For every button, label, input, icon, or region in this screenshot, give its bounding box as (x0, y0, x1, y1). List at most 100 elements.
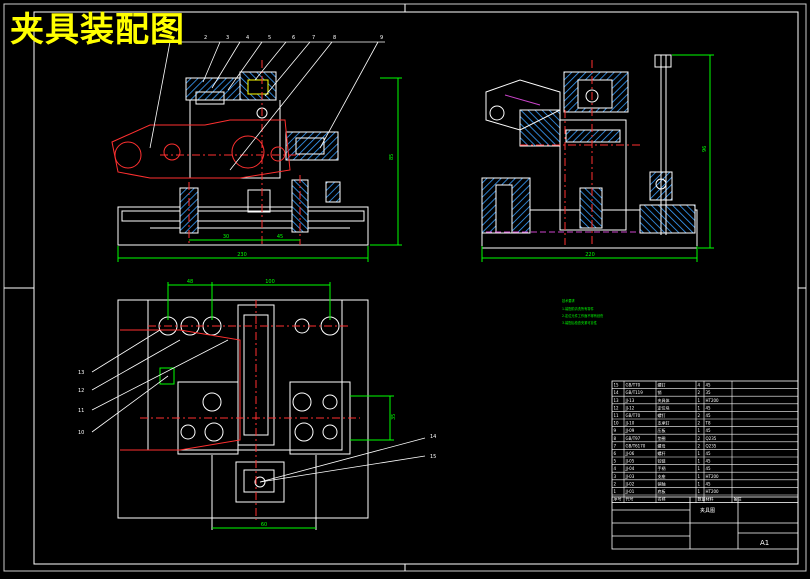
bom-cell: 45 (706, 459, 712, 464)
bom-cell: 4 (698, 383, 701, 388)
bom-cell: 9 (614, 428, 617, 433)
dim-front-width: 230 (237, 252, 247, 258)
bom-cell: 销 (658, 389, 662, 395)
dim-front-height: 85 (389, 154, 395, 160)
bom-cell: 6 (614, 451, 617, 456)
balloon-12: 12 (78, 388, 84, 394)
bom-cell: 13 (614, 398, 620, 403)
bom-cell: 2 (698, 436, 701, 441)
balloon-14: 14 (430, 434, 436, 440)
bom-cell: 1 (698, 459, 701, 464)
dim-top-right: 35 (391, 414, 397, 420)
bom-cell: 1 (698, 466, 701, 471)
bom-cell: 螺钉 (658, 412, 666, 418)
note-1: 1.装配前清洗所有零件 (562, 306, 595, 311)
bom-cell: 支座 (658, 473, 666, 479)
bom-cell: 2 (698, 390, 701, 395)
balloon-7: 7 (312, 35, 315, 41)
bom-cell: 底板 (658, 488, 666, 494)
bom-cell: JJ-12 (625, 405, 635, 410)
bom-cell: 10 (614, 421, 620, 426)
front-view (111, 60, 402, 262)
top-view (117, 282, 394, 530)
bom-cell: JJ-05 (625, 459, 635, 464)
balloon-2: 2 (204, 35, 207, 41)
bom-cell: 1 (698, 481, 701, 486)
bom-cell: 15 (614, 383, 620, 388)
bom-cell: 螺杆 (658, 450, 666, 456)
bom-cell: 1 (698, 405, 701, 410)
bom-header-cell: 序号 (614, 496, 622, 502)
bom-cell: 14 (614, 390, 620, 395)
bom-cell: 2 (698, 421, 701, 426)
balloon-15: 15 (430, 454, 436, 460)
bom-cell: 2 (614, 481, 617, 486)
bom-cell: JJ-10 (625, 421, 635, 426)
bom-cell: 1 (698, 474, 701, 479)
front-leaders (149, 41, 385, 171)
bom-cell: 45 (706, 405, 712, 410)
bom-cell: 铰链 (658, 458, 666, 464)
bom-cell: 45 (706, 383, 712, 388)
bom-cell: JJ-03 (625, 474, 635, 479)
bom-cell: 2 (698, 413, 701, 418)
bom-cell: 11 (614, 413, 620, 418)
bom-cell: Q235 (706, 443, 717, 448)
balloon-8: 8 (333, 35, 336, 41)
bom-cell: 压板 (658, 427, 666, 433)
bom-header-cell: 名称 (658, 496, 666, 502)
dim-top-bottom: 60 (261, 522, 267, 528)
bom-cell: GB/T97 (626, 436, 641, 441)
title-block-sheet: A1 (760, 539, 769, 547)
bom-cell: 螺母 (658, 442, 666, 448)
balloons-side: 13 12 11 10 14 15 (78, 370, 436, 460)
bom-cell: 1 (698, 428, 701, 433)
title-block-name: 夹具图 (700, 507, 715, 514)
balloon-4: 4 (246, 35, 249, 41)
bom-cell: 1 (698, 489, 701, 494)
bom-cell: 1 (614, 489, 617, 494)
top-leaders (91, 329, 426, 483)
bom-cell: HT200 (706, 398, 720, 403)
bom-cell: T8 (705, 421, 711, 426)
side-view (481, 54, 714, 262)
bom-cell: 12 (614, 405, 620, 410)
bom-cell: GB/T119 (626, 390, 644, 395)
bom-cell: 45 (706, 466, 712, 471)
bom-header-cell: 备注 (734, 496, 742, 502)
bom-cell: 夹具体 (658, 397, 670, 403)
title-block (611, 496, 799, 550)
bom-cell: 35 (706, 390, 712, 395)
dim-side-height: 96 (702, 146, 708, 152)
sheet-border (3, 3, 807, 572)
bom-cell: JJ-04 (625, 466, 635, 471)
balloon-3: 3 (226, 35, 229, 41)
bom-cell: 销轴 (658, 480, 666, 486)
balloons-top: 2 3 4 5 6 7 8 9 (204, 35, 383, 41)
bom-cell: 4 (614, 466, 617, 471)
balloon-6: 6 (292, 35, 295, 41)
bom-cell: 支承钉 (658, 420, 670, 426)
bom-cell: JJ-09 (625, 428, 635, 433)
bom-header-cell: 材料 (706, 496, 714, 502)
bom-cell: JJ-06 (625, 451, 635, 456)
bom-cell: 1 (698, 398, 701, 403)
bom-cell: GB/T6170 (626, 443, 646, 448)
drawing-title: 夹具装配图 (10, 10, 185, 50)
dim-side-width: 220 (585, 252, 595, 258)
balloon-13: 13 (78, 370, 84, 376)
bom-cell: 1 (698, 451, 701, 456)
dim-top-a: 48 (187, 279, 193, 285)
tech-notes: 技术要求 1.装配前清洗所有零件 2.定位元件工作面不得有划伤 3.装配后检查夹… (562, 298, 603, 325)
bom-cell: 7 (614, 443, 617, 448)
bom-header-cell: 数量 (698, 496, 706, 502)
bom-cell: 8 (614, 436, 617, 441)
balloon-10: 10 (78, 430, 84, 436)
bom-cell: JJ-02 (625, 481, 635, 486)
bom-cell: 螺钉 (658, 382, 666, 388)
bom-cell: GB/T70 (626, 413, 641, 418)
bom-cell: JJ-13 (625, 398, 635, 403)
